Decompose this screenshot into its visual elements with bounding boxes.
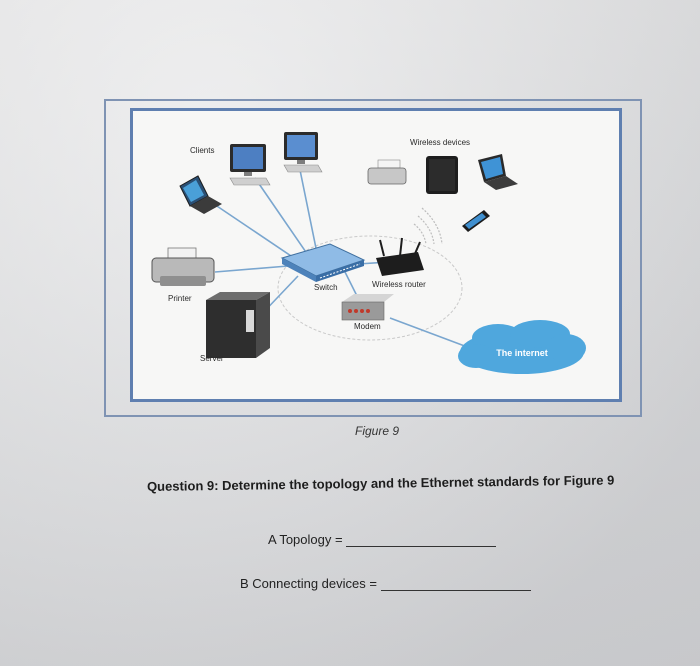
- link-switch-printer: [214, 265, 289, 273]
- label-internet: The internet: [496, 348, 548, 358]
- modem-icon: [341, 294, 394, 321]
- printer-icon: [151, 247, 215, 286]
- answer-b-row: B Connecting devices =: [240, 576, 531, 591]
- desktop-icon: [283, 132, 323, 173]
- switch-icon: [280, 243, 366, 282]
- connection-lines: [204, 169, 471, 349]
- smartphone-icon: [462, 210, 490, 232]
- laptop-icon: [478, 154, 518, 190]
- label-printer: Printer: [168, 294, 192, 303]
- network-zone-ellipse: [277, 235, 463, 341]
- label-wireless-router: Wireless router: [372, 280, 426, 289]
- link-switch-desktop1: [254, 177, 311, 259]
- figure-caption: Figure 9: [355, 424, 400, 438]
- wireless-router-icon: [376, 237, 424, 276]
- internet-cloud-icon: [458, 320, 586, 374]
- label-modem: Modem: [354, 322, 381, 331]
- answer-b-label: B Connecting devices =: [240, 576, 377, 591]
- tablet-icon: [426, 156, 458, 194]
- answer-a-label: A Topology =: [268, 532, 343, 547]
- printer-icon: [367, 159, 407, 185]
- link-modem-internet: [389, 317, 471, 349]
- answer-b-blank[interactable]: [380, 578, 531, 591]
- link-switch-desktop2: [299, 169, 319, 259]
- answer-a-blank[interactable]: [346, 534, 497, 547]
- laptop-icon: [179, 175, 222, 214]
- label-server: Server: [200, 354, 224, 363]
- link-switch-laptop: [204, 197, 301, 263]
- wireless-signal-icon: [413, 207, 443, 245]
- answer-a-row: A Topology =: [268, 532, 497, 547]
- figure-outer-frame: [104, 99, 642, 417]
- desktop-icon: [229, 144, 271, 186]
- server-icon: [206, 292, 270, 358]
- label-clients: Clients: [190, 146, 215, 155]
- label-switch: Switch: [314, 283, 338, 292]
- label-wireless-devices: Wireless devices: [410, 138, 471, 147]
